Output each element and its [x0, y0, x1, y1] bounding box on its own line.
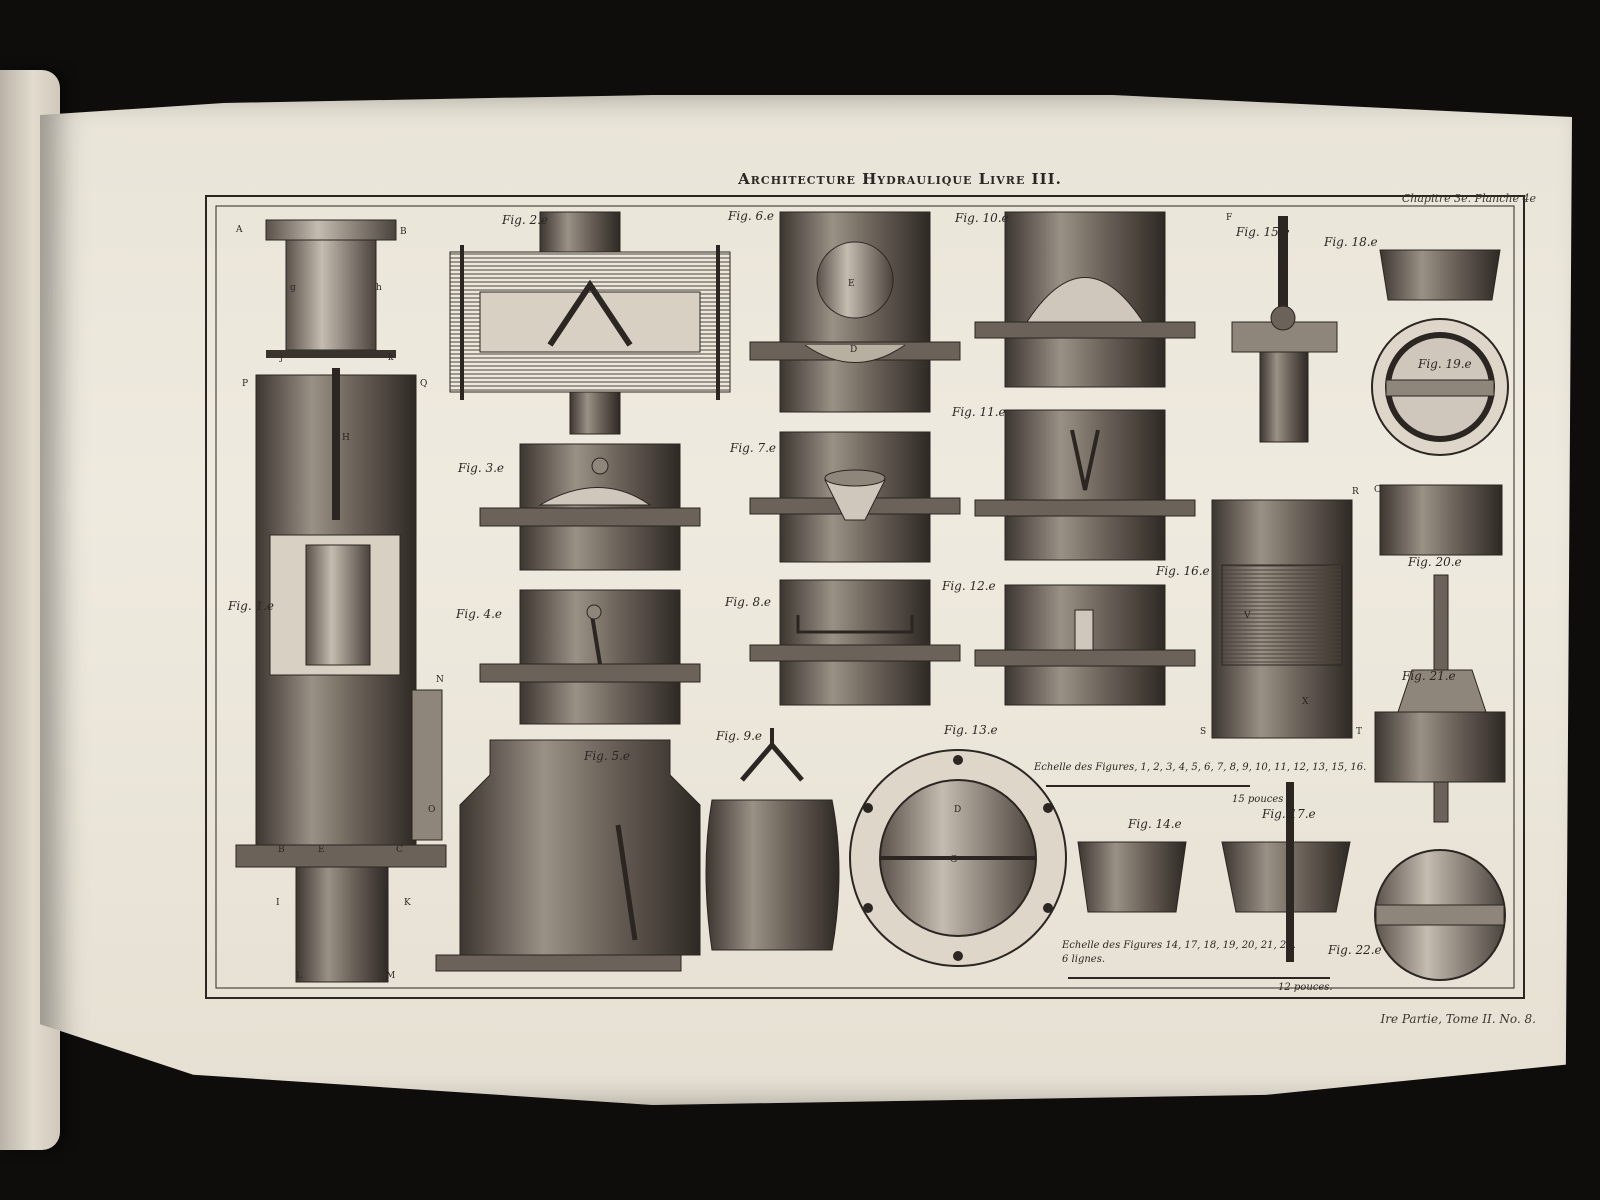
figure-3-clack-valve — [479, 443, 701, 571]
plate-border — [205, 195, 1525, 999]
plate-footer: Ire Partie, Tome II. No. 8. — [1380, 1012, 1536, 1026]
letter-g: g — [290, 283, 296, 293]
figure-14-bowl — [1077, 841, 1187, 913]
letter-x: X — [1302, 697, 1309, 707]
figure-5-tapered-pipe — [435, 739, 701, 972]
letter-j: j — [279, 353, 283, 363]
letter-a: A — [235, 225, 243, 235]
figure-2-valve-housing — [449, 211, 731, 435]
letter-o: O — [428, 805, 435, 815]
fig-13-label: Fig. 13.e — [943, 723, 998, 737]
fig-11-label: Fig. 11.e — [951, 405, 1006, 419]
letter-p: P — [242, 379, 248, 389]
fig-22-label: Fig. 22.e — [1327, 943, 1382, 957]
letter-d-fig6: D — [850, 345, 857, 355]
fig-18-label: Fig. 18.e — [1323, 235, 1378, 249]
fig-1-label: Fig. 1.e — [227, 599, 274, 613]
letter-h: h — [376, 283, 382, 293]
fig-10-label: Fig. 10.e — [954, 211, 1009, 225]
letter-n: N — [436, 675, 444, 685]
figure-4-clack-valve — [479, 589, 701, 725]
fig-5-label: Fig. 5.e — [583, 749, 630, 763]
figure-13-round-flange — [849, 749, 1067, 967]
figure-19-ring — [1371, 318, 1509, 456]
letter-b: B — [400, 227, 407, 237]
fig-4-label: Fig. 4.e — [455, 607, 502, 621]
fig-16-label: Fig. 16.e — [1155, 564, 1210, 578]
figure-16-cylinder — [1211, 499, 1353, 739]
fig-17-label: Fig. 17.e — [1261, 807, 1316, 821]
letter-f: F — [1226, 213, 1232, 223]
figure-1-pump-column — [235, 219, 447, 983]
fig-9-label: Fig. 9.e — [715, 729, 762, 743]
letter-b-fig1: B — [278, 845, 285, 855]
figure-12-flap-valve — [974, 584, 1196, 706]
figure-7-cone-valve — [749, 431, 961, 563]
letter-d-fig13: D — [954, 805, 961, 815]
scale-1-unit: 15 pouces — [1232, 794, 1283, 805]
fig-3-label: Fig. 3.e — [457, 461, 504, 475]
figure-9-barrel — [705, 728, 840, 951]
plate-title: Architecture Hydraulique Livre III. — [738, 170, 1062, 188]
figure-6-ball-valve — [749, 211, 961, 413]
letter-r: R — [1352, 487, 1359, 497]
letter-m: M — [386, 971, 395, 981]
letter-h-fig1: H — [342, 433, 350, 443]
fig-15-label: Fig. 15.e — [1235, 225, 1290, 239]
letter-t: T — [1356, 727, 1362, 737]
letter-l: L — [296, 971, 302, 981]
figure-8-valve — [749, 579, 961, 706]
scale-2-sub: 6 lignes. — [1062, 954, 1105, 965]
fig-20-label: Fig. 20.e — [1407, 555, 1462, 569]
fig-14-label: Fig. 14.e — [1127, 817, 1182, 831]
scale-1-title: Echelle des Figures, 1, 2, 3, 4, 5, 6, 7… — [1033, 762, 1366, 773]
fig-2-label: Fig. 2.e — [501, 213, 548, 227]
fig-7-label: Fig. 7.e — [729, 441, 776, 455]
letter-e-fig6: E — [848, 279, 855, 289]
letter-e: E — [318, 845, 325, 855]
letter-q: Q — [420, 379, 427, 389]
plate-reference: Chapitre 3e. Planche 4e — [1401, 192, 1536, 205]
letter-g-fig13: G — [950, 855, 957, 865]
letter-v: V — [1243, 611, 1251, 621]
figure-11-hinged-valve — [974, 409, 1196, 561]
figure-22-disc — [1374, 849, 1506, 981]
fig-19-label: Fig. 19.e — [1417, 357, 1472, 371]
letter-k-fig1: K — [404, 898, 411, 908]
fig-8-label: Fig. 8.e — [724, 595, 771, 609]
figure-15-piston — [1231, 216, 1338, 443]
scale-2-unit: 12 pouces. — [1278, 982, 1333, 993]
figure-20-collar — [1379, 484, 1503, 556]
figure-17-bucket — [1221, 782, 1351, 962]
figure-21-piston-rod — [1374, 574, 1506, 823]
figure-18-box — [1379, 249, 1501, 301]
fig-12-label: Fig. 12.e — [941, 579, 996, 593]
plate-inner-border — [215, 205, 1515, 989]
letter-i: I — [276, 898, 280, 908]
fig-6-label: Fig. 6.e — [727, 209, 774, 223]
letter-c-fig20: C — [1374, 485, 1381, 495]
figure-10-dome-valve — [974, 211, 1196, 388]
letter-c: C — [396, 845, 403, 855]
letter-s: S — [1200, 727, 1206, 737]
letter-k: k — [388, 353, 394, 363]
fig-21-label: Fig. 21.e — [1401, 669, 1456, 683]
scale-2-title: Echelle des Figures 14, 17, 18, 19, 20, … — [1061, 940, 1296, 951]
